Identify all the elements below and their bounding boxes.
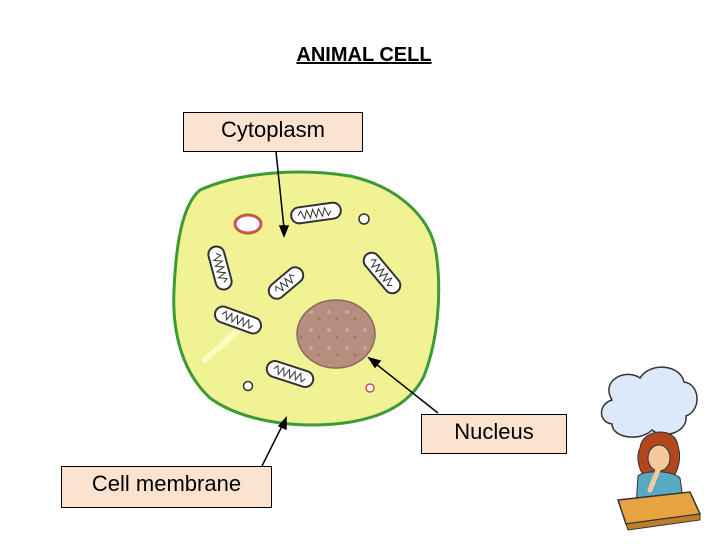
mitochondrion [267,266,305,300]
cytoplasm-pointer-line [275,151,285,229]
mitochondrion [265,360,315,388]
cytoplasm-highlight [202,327,241,363]
vacuole [233,213,263,235]
mitochondrion [207,245,233,291]
vesicle [358,213,370,225]
thinking-student-icon [600,366,702,531]
mitochondrion [213,305,263,335]
nucleus-pointer-arrowhead [367,356,382,369]
cytoplasm-label: Cytoplasm [183,112,363,152]
nucleus-label: Nucleus [421,414,567,454]
nucleus-texture [299,302,373,366]
mitochondrion [362,251,402,295]
membrane-pointer-line [261,425,283,467]
mitochondrion [290,201,342,225]
vesicle [365,383,375,393]
diagram-title: ANIMAL CELL [296,44,432,66]
nucleus-pointer-line [375,363,439,414]
membrane-pointer-arrowhead [277,416,287,431]
cytoplasm-pointer-arrowhead [278,225,290,239]
cell-membrane-label: Cell membrane [61,466,272,508]
vesicle [242,380,254,392]
